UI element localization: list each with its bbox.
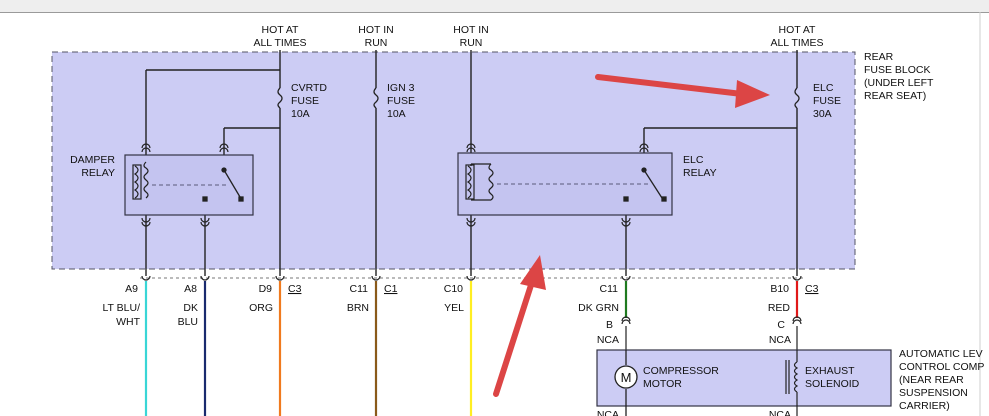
component-title: CARRIER) xyxy=(899,400,950,412)
component-title: (NEAR REAR xyxy=(899,374,964,386)
fuse-block-label: REAR xyxy=(864,51,894,63)
connector-label: C3 xyxy=(288,283,302,295)
power-source-label: HOT IN xyxy=(453,24,488,36)
solenoid-icon xyxy=(785,350,799,416)
connector-icon xyxy=(141,275,802,281)
component-title: CONTROL COMP xyxy=(899,361,984,373)
harness-wires xyxy=(144,281,799,416)
fuse-block-label: (UNDER LEFT xyxy=(864,77,934,89)
fuse-block-label: REAR SEAT) xyxy=(864,90,926,102)
fuse-icon xyxy=(373,87,379,109)
relay-label: DAMPER xyxy=(70,154,115,166)
relay-coil-icon xyxy=(132,161,149,200)
wire-color-label: RED xyxy=(768,302,791,314)
annotation-arrow-icon xyxy=(595,74,770,108)
motor-label: MOTOR xyxy=(643,378,682,390)
top-bar xyxy=(0,0,989,12)
annotation-arrow-icon xyxy=(493,255,546,397)
fuse-icon xyxy=(277,87,283,109)
connector-label: C3 xyxy=(805,283,819,295)
wire-color-label: YEL xyxy=(444,302,464,314)
wire-color-label: LT BLU/ xyxy=(102,302,140,314)
solenoid-label: EXHAUST xyxy=(805,365,855,377)
compressor-assembly xyxy=(596,349,892,407)
motor-label: COMPRESSOR xyxy=(643,365,719,377)
fuse-label: 10A xyxy=(387,108,406,120)
pin-label: B10 xyxy=(770,283,789,295)
relay-switch-icon xyxy=(202,167,244,202)
power-source-label: RUN xyxy=(365,37,388,49)
fuse-label: 10A xyxy=(291,108,310,120)
fuse-label: IGN 3 xyxy=(387,82,415,94)
fuse-block-label: FUSE BLOCK xyxy=(864,64,931,76)
relay-coil-icon xyxy=(465,163,494,201)
fuse-label: FUSE xyxy=(387,95,415,107)
pin-label: D9 xyxy=(259,283,273,295)
relay-label: RELAY xyxy=(683,167,717,179)
power-source-label: HOT AT xyxy=(779,24,817,36)
wire-color-label: BRN xyxy=(347,302,369,314)
fuse-label: FUSE xyxy=(291,95,319,107)
component-pin-label: B xyxy=(606,319,613,331)
component-pin-label: C xyxy=(777,319,785,331)
fuse-label: CVRTD xyxy=(291,82,327,94)
wire-color-label: WHT xyxy=(116,316,140,328)
connector-label: C1 xyxy=(384,283,398,295)
solenoid-label: SOLENOID xyxy=(805,378,860,390)
power-source-label: HOT IN xyxy=(358,24,393,36)
relay-label: RELAY xyxy=(81,167,115,179)
wire-color-label: BLU xyxy=(178,316,198,328)
component-title: AUTOMATIC LEV xyxy=(899,348,983,360)
fuse-label: 30A xyxy=(813,108,832,120)
nca-label: NCA xyxy=(769,334,791,346)
nca-label: NCA xyxy=(597,409,619,416)
elc-relay xyxy=(457,152,673,216)
wire-color-label: DK xyxy=(183,302,198,314)
connector-icon xyxy=(141,143,649,227)
relay-switch-icon xyxy=(623,167,667,202)
motor-symbol: M xyxy=(621,370,632,385)
motor-icon xyxy=(614,350,638,416)
pin-label: C11 xyxy=(350,283,369,295)
power-source-label: HOT AT xyxy=(262,24,300,36)
power-source-label: ALL TIMES xyxy=(253,37,306,49)
wire-color-label: ORG xyxy=(249,302,273,314)
fuse-label: ELC xyxy=(813,82,834,94)
nca-label: NCA xyxy=(597,334,619,346)
wire-color-label: DK GRN xyxy=(578,302,619,314)
pin-label: C10 xyxy=(444,283,463,295)
power-source-label: RUN xyxy=(460,37,483,49)
pin-label: A9 xyxy=(125,283,138,295)
power-source-label: ALL TIMES xyxy=(770,37,823,49)
fuse-icon xyxy=(794,87,800,109)
pin-label: C11 xyxy=(600,283,619,295)
nca-label: NCA xyxy=(769,409,791,416)
component-title: SUSPENSION xyxy=(899,387,968,399)
fuse-label: FUSE xyxy=(813,95,841,107)
connector-icon xyxy=(621,316,802,350)
pin-label: A8 xyxy=(184,283,197,295)
relay-label: ELC xyxy=(683,154,704,166)
